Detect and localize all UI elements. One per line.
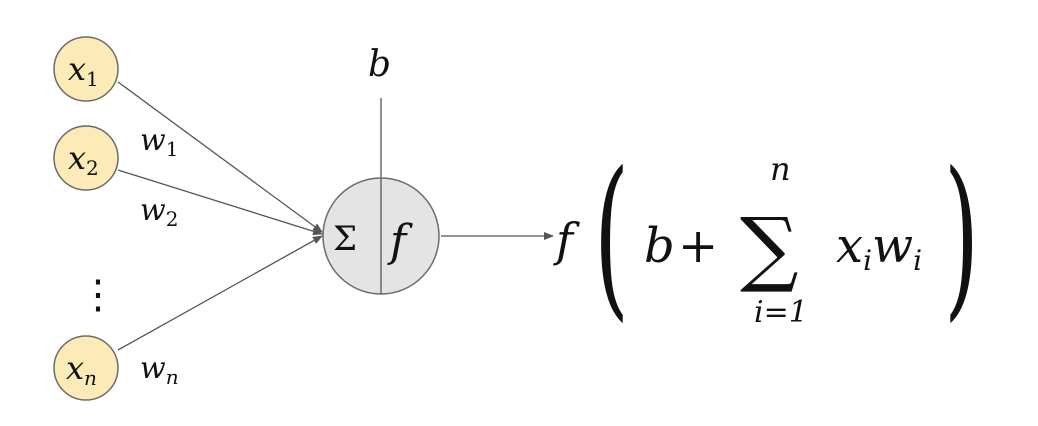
neuron: Σ f [322, 177, 440, 295]
formula-close-paren: ) [944, 134, 979, 337]
formula-lower-limit: i=1 [754, 295, 808, 330]
formula-open-paren: ( [594, 134, 629, 337]
weight-label-w1: w1 [140, 123, 178, 161]
neuron-sum-symbol: Σ [333, 219, 357, 259]
input-node-label: x2 [68, 139, 99, 180]
formula-plus: + [678, 218, 718, 274]
input-node-circle [53, 335, 119, 401]
bias-label: b [368, 44, 391, 85]
input-ellipsis: ⋮ [78, 272, 118, 318]
formula-bias: b [644, 218, 675, 274]
weight-label-wn: wn [140, 351, 179, 389]
formula-term: xiwi [836, 218, 922, 277]
output-formula: f ( b + ∑ n i=1 xiwi ) [553, 134, 979, 337]
formula-summation: ∑ [740, 201, 799, 296]
input-node-circle [53, 36, 119, 102]
formula-upper-limit: n [770, 150, 791, 188]
input-node-label: xn [66, 349, 97, 390]
weight-label-w2: w2 [140, 193, 178, 231]
wire-xn-to-neuron [117, 235, 323, 351]
input-node-xn: xn [53, 335, 119, 401]
wire-x1-to-neuron [117, 81, 323, 233]
input-node-circle [53, 125, 119, 191]
input-node-label: x1 [68, 50, 99, 91]
input-node-x2: x2 [53, 125, 119, 191]
wire-x2-to-neuron [117, 169, 323, 236]
input-node-x1: x1 [53, 36, 119, 102]
formula-function: f [553, 213, 580, 267]
